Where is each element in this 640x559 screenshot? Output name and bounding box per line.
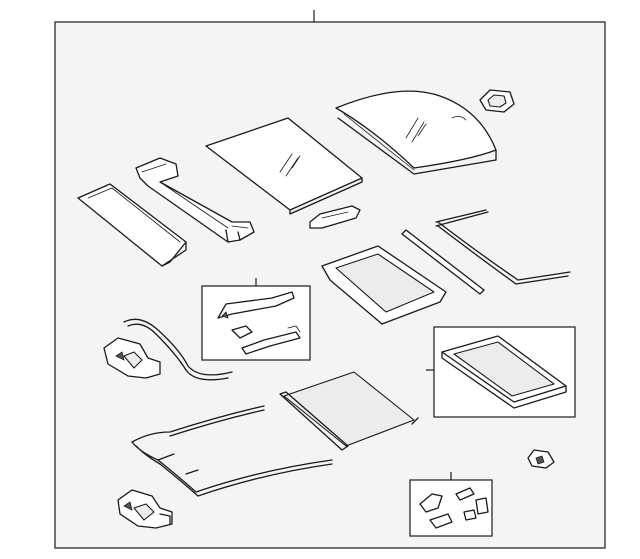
hardware-kit[interactable] bbox=[419, 487, 489, 529]
sunroof-motor[interactable] bbox=[117, 489, 173, 529]
drain-hose-seal[interactable] bbox=[131, 405, 333, 497]
glass-seal[interactable] bbox=[321, 245, 447, 325]
motor-with-harness[interactable] bbox=[103, 318, 233, 381]
handle-bracket[interactable] bbox=[309, 205, 361, 229]
front-guide-rail[interactable] bbox=[135, 157, 255, 243]
sunshade[interactable] bbox=[279, 371, 419, 451]
front-glass-panel[interactable] bbox=[205, 117, 363, 215]
frame-assembly[interactable] bbox=[441, 335, 567, 409]
grommet[interactable] bbox=[479, 89, 515, 113]
rear-glass-panel[interactable] bbox=[335, 90, 497, 175]
side-trim-strip[interactable] bbox=[401, 229, 485, 295]
weatherstrip-seal[interactable] bbox=[435, 209, 571, 285]
wind-deflector[interactable] bbox=[77, 183, 187, 267]
clip[interactable] bbox=[527, 449, 555, 469]
drive-cable-kit[interactable] bbox=[217, 291, 301, 355]
